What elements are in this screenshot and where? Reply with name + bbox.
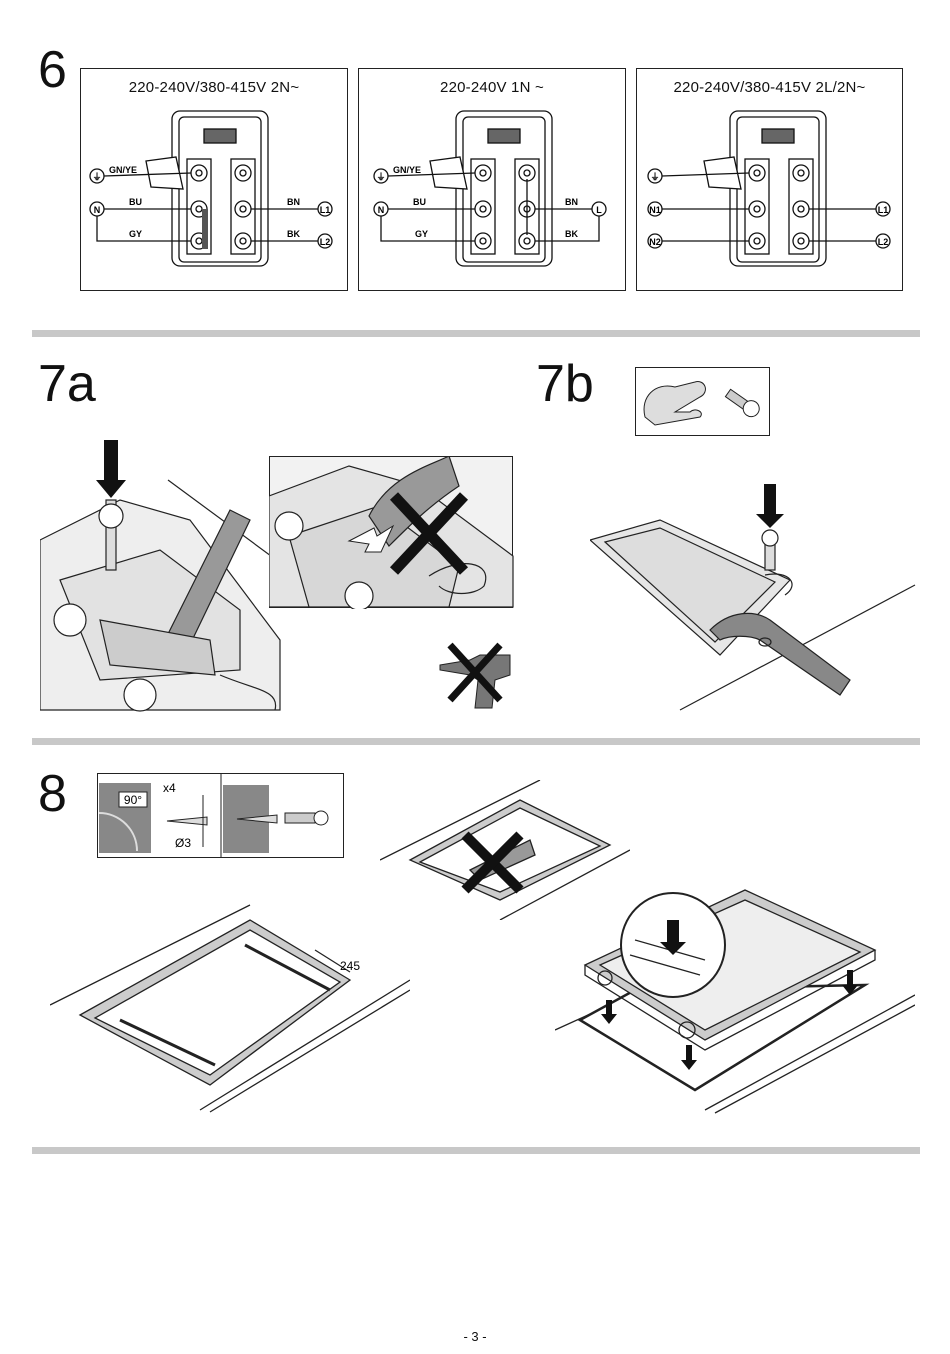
svg-text:L2: L2: [878, 237, 889, 247]
svg-text:GY: GY: [415, 229, 428, 239]
wiring-diagram-1n: 220-240V 1N ~ ⏚ N L GN/Y: [358, 68, 626, 291]
svg-text:BU: BU: [413, 197, 426, 207]
terminal-block-diagram: ⏚ N1 N2 L1 L2: [637, 69, 904, 292]
svg-text:⏚: ⏚: [376, 172, 385, 182]
terminal-block-diagram: ⏚ N L GN/YE BU GY BN BK: [359, 69, 627, 292]
dimension-label: 245: [340, 959, 360, 973]
angle-label: 90°: [124, 793, 142, 807]
svg-text:N: N: [94, 205, 101, 215]
svg-text:N: N: [378, 205, 385, 215]
no-power-drill-icon: [430, 640, 520, 710]
svg-text:BK: BK: [287, 229, 300, 239]
wiring-diagram-2n: 220-240V/380-415V 2N~ ⏚ N: [80, 68, 348, 291]
incorrect-clamp-detail: [269, 456, 514, 609]
svg-text:⏚: ⏚: [650, 172, 659, 182]
cable-clamp-illustration: [40, 440, 290, 712]
svg-text:L: L: [596, 205, 602, 215]
section-divider: [32, 330, 920, 337]
page-number: - 3 -: [0, 1329, 950, 1344]
drill-hole-instruction: 90° x4 Ø3: [97, 773, 345, 859]
terminal-block-diagram: ⏚ N L1 L2 GN/YE BU GY BN BK: [81, 69, 349, 292]
svg-text:L1: L1: [320, 205, 331, 215]
svg-text:GY: GY: [129, 229, 142, 239]
step-7a-number: 7a: [38, 358, 96, 410]
step-8-number: 8: [38, 768, 67, 820]
svg-text:L2: L2: [320, 237, 331, 247]
svg-text:L1: L1: [878, 205, 889, 215]
svg-text:BK: BK: [565, 229, 578, 239]
quantity-label: x4: [163, 781, 176, 795]
diameter-label: Ø3: [175, 836, 191, 850]
svg-text:GN/YE: GN/YE: [109, 165, 137, 175]
svg-text:BN: BN: [287, 197, 300, 207]
strain-relief-illustration: [590, 480, 920, 712]
clamp-and-screw-parts: [635, 367, 771, 437]
svg-text:N2: N2: [649, 237, 661, 247]
section-divider: [32, 738, 920, 745]
hob-insertion-illustration: [555, 880, 915, 1115]
svg-text:⏚: ⏚: [92, 172, 101, 182]
section-divider: [32, 1147, 920, 1154]
arrow-down-icon: [756, 484, 784, 528]
step-7b-number: 7b: [536, 358, 594, 410]
step-6-number: 6: [38, 44, 67, 96]
wiring-diagram-2l2n: 220-240V/380-415V 2L/2N~ ⏚: [636, 68, 903, 291]
svg-text:BN: BN: [565, 197, 578, 207]
svg-text:N1: N1: [649, 205, 661, 215]
arrow-down-icon: [96, 440, 126, 498]
svg-text:GN/YE: GN/YE: [393, 165, 421, 175]
svg-text:BU: BU: [129, 197, 142, 207]
worktop-cutout-brackets: 245: [50, 900, 410, 1115]
